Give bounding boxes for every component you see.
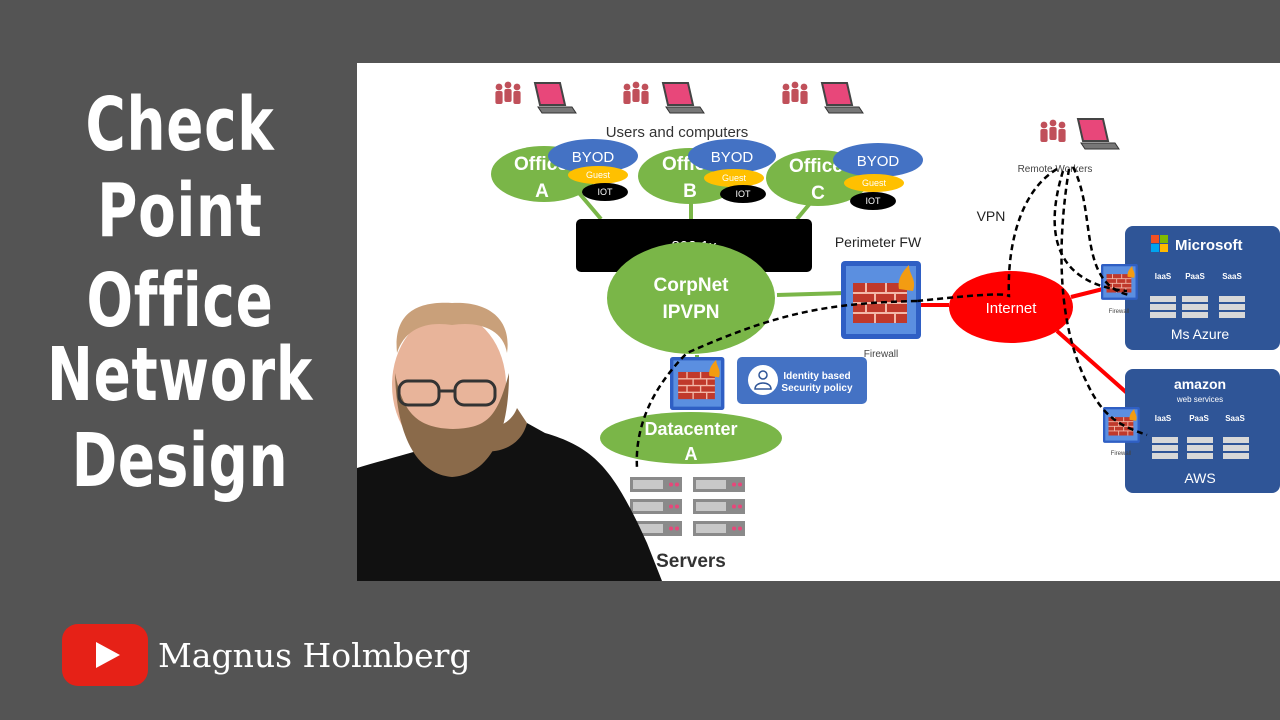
svg-text:B: B (683, 181, 697, 202)
perimeter-fw-label: Perimeter FW (835, 234, 922, 250)
svg-text:Guest: Guest (586, 170, 611, 180)
svg-text:Microsoft: Microsoft (1175, 237, 1243, 254)
svg-text:IOT: IOT (866, 196, 882, 206)
firewall-caption: Firewall (864, 349, 898, 360)
azure-box: Microsoft IaaS PaaS SaaS Ms Azure (1125, 226, 1280, 350)
svg-text:IaaS: IaaS (1155, 414, 1172, 423)
svg-text:web services: web services (1176, 395, 1223, 404)
youtube-logo-icon[interactable] (62, 624, 148, 686)
vpn-label: VPN (977, 208, 1006, 224)
svg-text:IPVPN: IPVPN (662, 302, 719, 323)
svg-text:IOT: IOT (598, 187, 614, 197)
internet-node: Internet (949, 271, 1073, 343)
svg-text:A: A (685, 444, 698, 464)
svg-text:IaaS: IaaS (1155, 272, 1172, 281)
svg-text:BYOD: BYOD (711, 149, 754, 166)
svg-text:C: C (811, 183, 825, 204)
svg-text:AWS: AWS (1184, 470, 1215, 486)
title-line-2: Office (86, 258, 274, 344)
title-line-3: Network (47, 332, 313, 418)
servers-icon (630, 477, 745, 536)
presenter-video (357, 302, 662, 581)
diagram-panel: Users and computers Office A BYOD Guest … (357, 63, 1280, 581)
office-b: Office B BYOD Guest IOT (638, 139, 776, 204)
office-c: Office C BYOD Guest IOT (766, 143, 923, 210)
svg-text:Identity based: Identity based (783, 371, 850, 382)
datacenter-node: Datacenter A (600, 412, 782, 464)
svg-text:PaaS: PaaS (1189, 414, 1209, 423)
azure-firewall-label: Firewall (1109, 309, 1130, 315)
svg-text:BYOD: BYOD (572, 149, 615, 166)
svg-text:IOT: IOT (736, 189, 752, 199)
svg-text:amazon: amazon (1174, 376, 1226, 392)
svg-text:Internet: Internet (986, 300, 1038, 317)
svg-text:Security policy: Security policy (781, 383, 853, 394)
svg-text:A: A (535, 181, 549, 202)
remote-workers-icon (1040, 118, 1120, 150)
svg-text:SaaS: SaaS (1222, 272, 1242, 281)
corpnet-node: CorpNet IPVPN (607, 242, 775, 354)
svg-text:Ms Azure: Ms Azure (1171, 326, 1230, 342)
users-icon (495, 82, 864, 114)
svg-text:Guest: Guest (722, 173, 747, 183)
office-a: Office A BYOD Guest IOT (491, 139, 638, 202)
perimeter-firewall-icon (840, 260, 922, 340)
svg-text:SaaS: SaaS (1225, 414, 1245, 423)
users-label: Users and computers (606, 124, 749, 141)
datacenter-firewall-icon (669, 356, 726, 411)
servers-label: Servers (656, 551, 726, 572)
svg-text:PaaS: PaaS (1185, 272, 1205, 281)
title-line-1: Check Point (85, 82, 275, 254)
channel-name: Magnus Holmberg (158, 636, 471, 675)
svg-text:CorpNet: CorpNet (654, 275, 730, 296)
svg-text:Guest: Guest (862, 178, 887, 188)
aws-box: amazon web services IaaS PaaS SaaS AWS (1125, 369, 1280, 493)
svg-text:Office: Office (789, 156, 843, 177)
identity-policy-box: Identity based Security policy (737, 357, 867, 404)
svg-text:Datacenter: Datacenter (644, 419, 737, 439)
title-line-4: Design (71, 418, 289, 504)
aws-firewall-label: Firewall (1111, 451, 1132, 457)
vpn-paths (635, 166, 1148, 469)
svg-text:BYOD: BYOD (857, 153, 900, 170)
